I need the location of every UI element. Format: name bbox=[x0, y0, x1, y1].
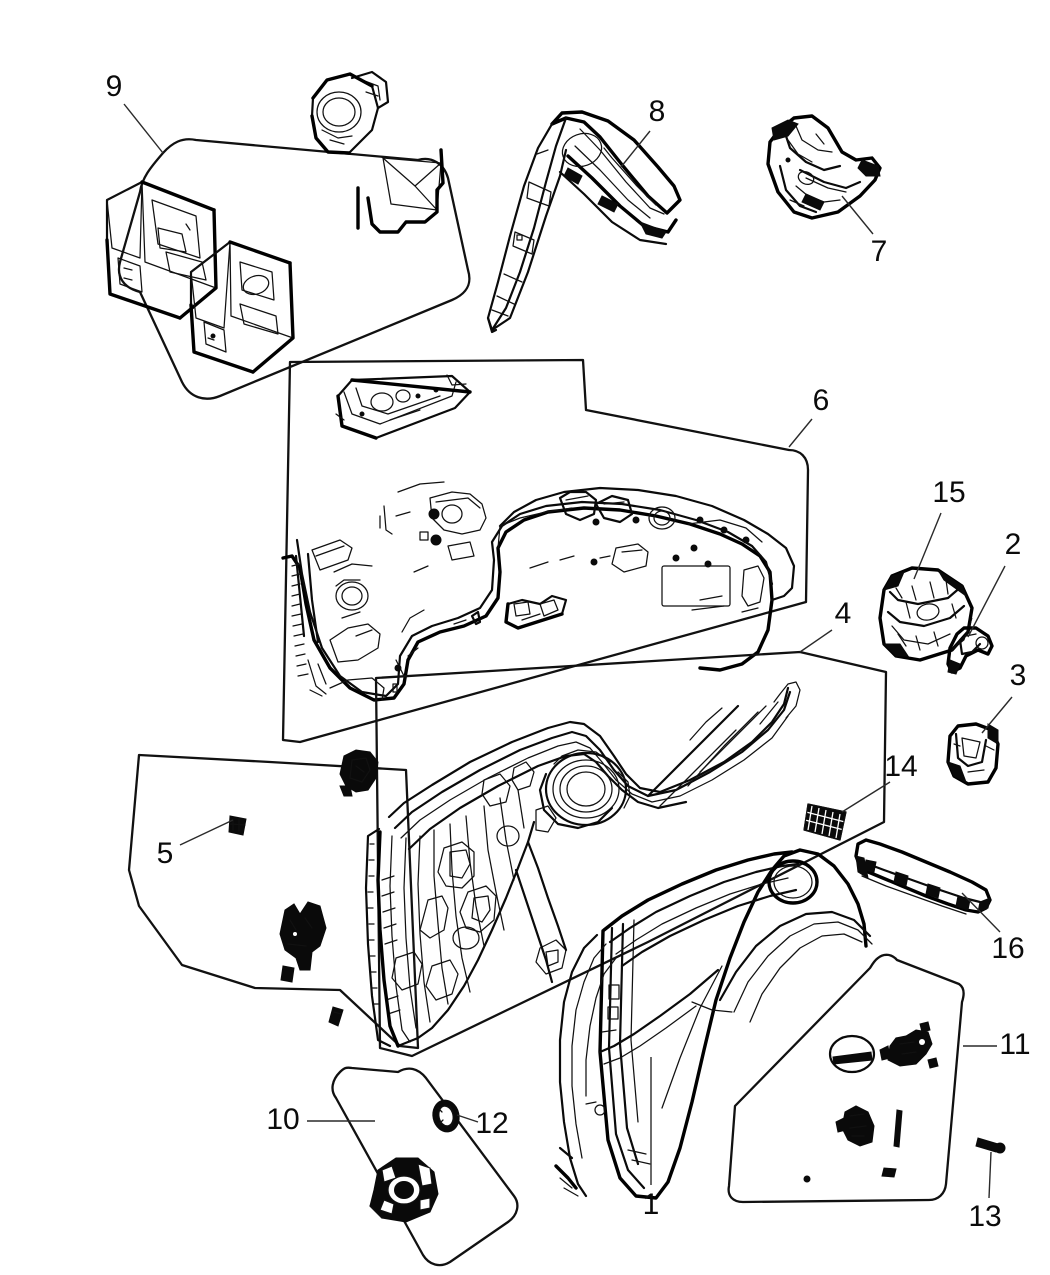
part-13-pin-rivet[interactable] bbox=[975, 1137, 1006, 1154]
part-fuel-filler-neck-housing bbox=[369, 1157, 439, 1223]
callout-11[interactable]: 11 bbox=[963, 1028, 1031, 1061]
part-8-wheelhouse-outer-panel[interactable] bbox=[486, 110, 682, 334]
callout-1[interactable]: 1 bbox=[643, 1057, 660, 1221]
callout-16[interactable]: 16 bbox=[961, 892, 1025, 965]
part-3-bracket-rear-lamp-support[interactable] bbox=[946, 722, 1000, 786]
callout-12[interactable]: 12 bbox=[456, 1107, 509, 1140]
callout-5-leader bbox=[179, 819, 234, 846]
part-14-body-side-vent-grille[interactable] bbox=[803, 803, 847, 841]
callout-11-label: 11 bbox=[999, 1028, 1030, 1061]
callout-5[interactable]: 5 bbox=[157, 819, 234, 870]
part-dash-panel-left bbox=[105, 180, 218, 320]
part-quarter-inner-hub bbox=[538, 749, 631, 830]
group-11-boundary bbox=[727, 953, 965, 1204]
callout-4-leader bbox=[799, 629, 833, 653]
part-dot-marker bbox=[803, 1175, 811, 1183]
group-9-dash-cowl[interactable] bbox=[105, 70, 471, 400]
group-10-boundary bbox=[331, 1066, 519, 1267]
callout-6-leader bbox=[788, 418, 813, 448]
callout-3-leader bbox=[981, 696, 1013, 734]
group-6-body-inner[interactable] bbox=[281, 358, 810, 744]
part-small-clip-11 bbox=[881, 1167, 897, 1178]
part-12-grommet-ring bbox=[432, 1099, 460, 1133]
callout-15-leader bbox=[913, 512, 942, 580]
part-clip-nut bbox=[228, 815, 247, 836]
part-bracket-pair bbox=[279, 901, 327, 983]
part-cap-plug bbox=[828, 1034, 876, 1074]
callout-13-label: 13 bbox=[968, 1200, 1001, 1233]
part-bracket-top-4 bbox=[339, 749, 379, 797]
group-11-fasteners[interactable] bbox=[727, 953, 965, 1204]
part-cowl-bracket bbox=[356, 148, 445, 234]
callout-8[interactable]: 8 bbox=[620, 95, 666, 168]
part-shock-tower-mount bbox=[310, 70, 390, 155]
part-small-bracket-6 bbox=[504, 594, 568, 630]
callout-6[interactable]: 6 bbox=[788, 384, 830, 448]
callout-13-leader bbox=[988, 1151, 992, 1199]
callout-14-leader bbox=[841, 781, 891, 813]
callout-5-label: 5 bbox=[157, 837, 174, 870]
callout-3-label: 3 bbox=[1010, 659, 1027, 692]
callout-3[interactable]: 3 bbox=[981, 659, 1027, 734]
callout-7-leader bbox=[841, 195, 874, 235]
callout-2-leader bbox=[967, 565, 1006, 638]
callout-2[interactable]: 2 bbox=[967, 528, 1022, 638]
callout-7-label: 7 bbox=[871, 235, 888, 268]
part-quarter-inner-left bbox=[376, 761, 568, 1048]
callout-8-leader bbox=[620, 130, 651, 168]
part-retractor-mount bbox=[335, 374, 472, 440]
callout-10[interactable]: 10 bbox=[266, 1103, 375, 1136]
group-4-boundary bbox=[374, 650, 888, 1058]
callout-12-label: 12 bbox=[475, 1107, 508, 1140]
callout-4[interactable]: 4 bbox=[799, 597, 852, 653]
callout-9-label: 9 bbox=[106, 70, 123, 103]
part-7-shock-tower-brace[interactable] bbox=[766, 114, 882, 220]
callout-9-leader bbox=[123, 103, 164, 154]
callout-layer: 1 2 3 4 5 6 7 8 bbox=[106, 70, 1031, 1233]
callout-16-leader bbox=[961, 892, 1001, 933]
part-body-side-inner-panel bbox=[281, 481, 796, 702]
callout-15-label: 15 bbox=[932, 476, 965, 509]
part-retainer-clip bbox=[835, 1105, 875, 1147]
callout-4-label: 4 bbox=[835, 597, 852, 630]
callout-10-label: 10 bbox=[266, 1103, 299, 1136]
part-2-reinforcement-bracket-small[interactable] bbox=[946, 626, 994, 675]
part-quarter-inner-pillar bbox=[364, 827, 392, 1048]
callout-2-label: 2 bbox=[1005, 528, 1022, 561]
part-1-quarter-panel-outer[interactable] bbox=[554, 848, 873, 1200]
group-5-clips[interactable] bbox=[127, 753, 420, 1050]
part-hinge-clip bbox=[879, 1021, 939, 1069]
group-9-boundary bbox=[117, 138, 471, 400]
part-small-clip-5 bbox=[328, 1006, 344, 1027]
group-4-quarter-inner[interactable] bbox=[339, 650, 888, 1058]
callout-13[interactable]: 13 bbox=[968, 1151, 1002, 1233]
part-pin-strip bbox=[893, 1109, 903, 1148]
callout-14-label: 14 bbox=[884, 750, 917, 783]
callout-14[interactable]: 14 bbox=[841, 750, 918, 813]
group-6-boundary bbox=[281, 358, 810, 744]
callout-9[interactable]: 9 bbox=[106, 70, 164, 154]
callout-7[interactable]: 7 bbox=[841, 195, 888, 268]
callout-16-label: 16 bbox=[991, 932, 1024, 965]
callout-12-leader bbox=[456, 1114, 479, 1123]
group-10-fuel-filler[interactable] bbox=[331, 1066, 519, 1267]
part-dash-panel-right bbox=[189, 240, 295, 374]
callout-8-label: 8 bbox=[649, 95, 666, 128]
callout-15[interactable]: 15 bbox=[913, 476, 966, 580]
callout-6-label: 6 bbox=[813, 384, 830, 417]
part-15-wheelhouse-inner-reinforcement[interactable] bbox=[878, 566, 974, 662]
callout-1-label: 1 bbox=[643, 1188, 660, 1221]
